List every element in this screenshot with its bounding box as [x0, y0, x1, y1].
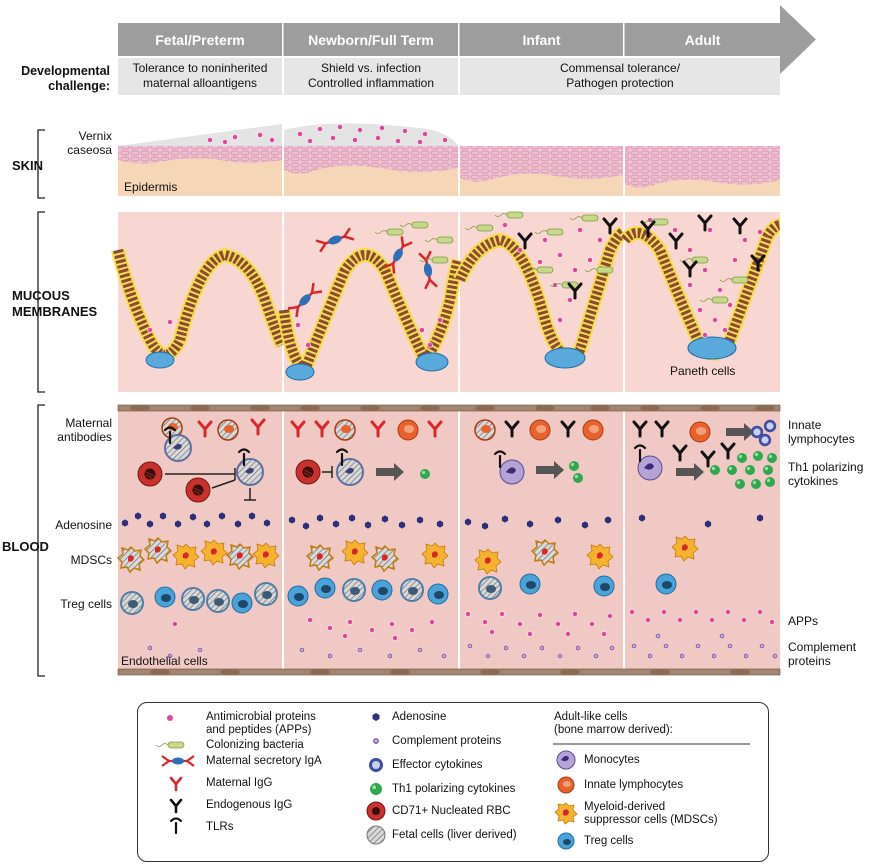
challenge-fetal-line1: Tolerance to noninherited — [132, 61, 268, 75]
row-label-mucous-line2: MEMBRANES — [12, 304, 98, 319]
challenge-fetal-line2: maternal alloantigens — [142, 76, 258, 90]
label-innate-line1: Innate — [788, 418, 822, 432]
label-innate-line2: lymphocytes — [788, 432, 855, 446]
legend-mdsc-line2: suppressor cells (MDSCs) — [584, 814, 718, 826]
legend-mdsc: Myeloid-derived suppressor cells (MDSCs) — [584, 801, 718, 827]
label-epidermis: Epidermis — [124, 180, 178, 194]
challenge-later: Commensal tolerance/ Pathogen protection — [460, 61, 780, 91]
cd71-rbc-icon — [366, 801, 386, 821]
legend-symbols — [155, 713, 750, 850]
row-label-blood: BLOOD — [2, 539, 49, 554]
bacteria-icon — [155, 741, 185, 749]
tlr-icon — [169, 817, 183, 835]
label-endothelial-cells: Endothelial cells — [121, 654, 208, 668]
label-th1-line2: cytokines — [788, 474, 839, 488]
label-paneth-cells: Paneth cells — [670, 364, 736, 378]
legend-adult-like-header: Adult-like cells (bone marrow derived): — [554, 711, 673, 737]
challenge-fetal: Tolerance to noninherited maternal alloa… — [118, 61, 282, 91]
monocyte-icon — [556, 750, 576, 770]
label-vernix-line1: Vernix — [78, 129, 112, 143]
endogenous-igg-icon — [169, 798, 183, 814]
label-maternal-line1: Maternal — [65, 416, 112, 430]
legend-complement: Complement proteins — [392, 735, 502, 747]
challenge-newborn: Shield vs. infection Controlled inflamma… — [284, 61, 458, 91]
fetal-cells-icon — [366, 825, 386, 845]
row-label-mucous: MUCOUS MEMBRANES — [12, 288, 97, 320]
stage-fetal: Fetal/Preterm — [118, 23, 282, 56]
legend-effector: Effector cytokines — [392, 759, 483, 771]
label-vernix: Vernix caseosa — [50, 129, 112, 157]
effector-cytokine-icon — [369, 758, 383, 772]
blood-row — [117, 404, 781, 676]
label-innate-lymphocytes: Innate lymphocytes — [788, 418, 855, 446]
label-maternal-line2: antibodies — [57, 430, 112, 444]
challenge-bg-newborn — [284, 58, 458, 95]
label-mdscs: MDSCs — [70, 553, 112, 567]
legend-tlrs: TLRs — [206, 821, 234, 833]
challenge-bg-later — [460, 58, 780, 95]
developmental-challenge-label: Developmental challenge: — [21, 64, 110, 93]
mucous-row — [111, 211, 782, 392]
siga-icon — [161, 755, 195, 767]
stage-newborn: Newborn/Full Term — [284, 23, 458, 56]
challenge-later-line1: Commensal tolerance/ — [559, 61, 681, 75]
label-complement-line1: Complement — [788, 640, 857, 654]
row-label-mucous-line1: MUCOUS — [12, 288, 70, 303]
th1-cytokine-icon — [370, 783, 382, 795]
app-icon — [167, 715, 173, 721]
legend-th1: Th1 polarizing cytokines — [392, 783, 516, 795]
legend-igg: Maternal IgG — [206, 777, 273, 789]
complement-icon — [373, 738, 379, 744]
challenge-bg-fetal — [118, 58, 282, 95]
legend: Antimicrobial proteins and peptides (APP… — [137, 702, 769, 862]
legend-apps: Antimicrobial proteins and peptides (APP… — [206, 711, 316, 737]
legend-mdsc-line1: Myeloid-derived — [584, 801, 666, 813]
label-th1-cytokines: Th1 polarizing cytokines — [788, 460, 863, 488]
legend-apps-line1: Antimicrobial proteins — [206, 711, 316, 723]
label-vernix-line2: caseosa — [67, 143, 112, 157]
legend-siga: Maternal secretory IgA — [206, 755, 322, 767]
treg-icon — [557, 832, 575, 850]
legend-adult-like-line1: Adult-like cells — [554, 711, 628, 723]
stage-infant: Infant — [460, 23, 623, 56]
igg-icon — [169, 776, 183, 792]
label-maternal-antibodies: Maternal antibodies — [40, 416, 112, 444]
label-complement-line2: proteins — [788, 654, 831, 668]
legend-endogenous-igg: Endogenous IgG — [206, 799, 293, 811]
legend-innate: Innate lymphocytes — [584, 779, 684, 791]
legend-adult-like-line2: (bone marrow derived): — [554, 724, 673, 736]
adenosine-icon — [372, 713, 380, 721]
diagram-illustration — [37, 123, 782, 677]
mdsc-icon — [554, 802, 578, 825]
label-adenosine: Adenosine — [55, 518, 112, 532]
label-complement-proteins: Complement proteins — [788, 640, 856, 668]
legend-adenosine: Adenosine — [392, 711, 447, 723]
challenge-newborn-line1: Shield vs. infection — [320, 61, 422, 75]
challenge-newborn-line2: Controlled inflammation — [307, 76, 435, 90]
legend-fetal: Fetal cells (liver derived) — [392, 829, 517, 841]
stage-adult: Adult — [625, 23, 780, 56]
legend-monocytes: Monocytes — [584, 754, 640, 766]
skin-row — [118, 123, 780, 196]
legend-apps-line2: and peptides (APPs) — [206, 724, 312, 736]
legend-cd71: CD71+ Nucleated RBC — [392, 805, 511, 817]
innate-lymphocyte-icon — [557, 776, 575, 794]
legend-bacteria: Colonizing bacteria — [206, 739, 304, 751]
label-th1-line1: Th1 polarizing — [788, 460, 864, 474]
row-label-skin: SKIN — [12, 158, 44, 173]
legend-treg: Treg cells — [584, 835, 634, 847]
label-treg-cells: Treg cells — [60, 597, 112, 611]
challenge-later-line2: Pathogen protection — [566, 76, 674, 90]
label-apps: APPs — [788, 614, 819, 628]
